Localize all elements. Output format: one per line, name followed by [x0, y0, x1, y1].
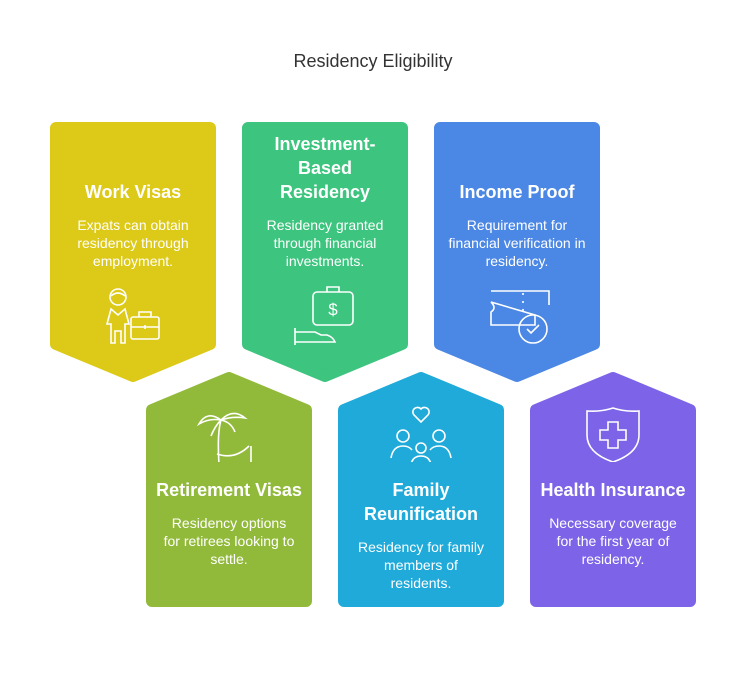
- card-desc: Residency for family members of resident…: [357, 539, 485, 591]
- card-family: Family Reunification Residency for famil…: [338, 372, 504, 592]
- card-desc: Expats can obtain residency through empl…: [77, 217, 189, 269]
- card-income-proof: Income Proof Requirement for financial v…: [434, 122, 600, 344]
- card-desc: Necessary coverage for the first year of…: [549, 515, 677, 567]
- card-investment: Investment-Based Residency Residency gra…: [242, 122, 408, 345]
- card-health: Health Insurance Necessary coverage for …: [530, 372, 696, 568]
- shield-cross-icon: [586, 407, 640, 462]
- card-desc: Residency granted through financial inve…: [266, 217, 384, 269]
- card-title: Retirement Visas: [156, 480, 302, 500]
- hand-money-icon: $: [294, 286, 354, 345]
- card-title: Family Reunification: [363, 480, 478, 524]
- card-shape-income: [434, 122, 600, 382]
- card-work-visas: Work Visas Expats can obtain residency t…: [50, 122, 216, 344]
- card-title: Health Insurance: [540, 480, 686, 500]
- palm-hammock-icon: [196, 412, 252, 462]
- card-retirement: Retirement Visas Residency options for r…: [146, 372, 312, 568]
- family-heart-icon: [390, 406, 452, 462]
- card-title: Work Visas: [84, 182, 182, 202]
- card-shape-retirement: [146, 372, 312, 607]
- worker-briefcase-icon: [105, 288, 160, 344]
- ticket-check-icon: [490, 290, 550, 344]
- diagram-title: Residency Eligibility: [293, 51, 453, 71]
- card-shape-work: [50, 122, 216, 382]
- card-desc: Residency options for retirees looking t…: [163, 515, 295, 567]
- card-shape-family: [338, 372, 504, 607]
- card-title: Investment-Based Residency: [274, 134, 376, 202]
- card-title: Income Proof: [459, 182, 575, 202]
- card-desc: Requirement for financial verification i…: [448, 217, 586, 269]
- card-shape-investment: [242, 122, 408, 382]
- svg-text:$: $: [328, 300, 338, 319]
- card-shape-health: [530, 372, 696, 607]
